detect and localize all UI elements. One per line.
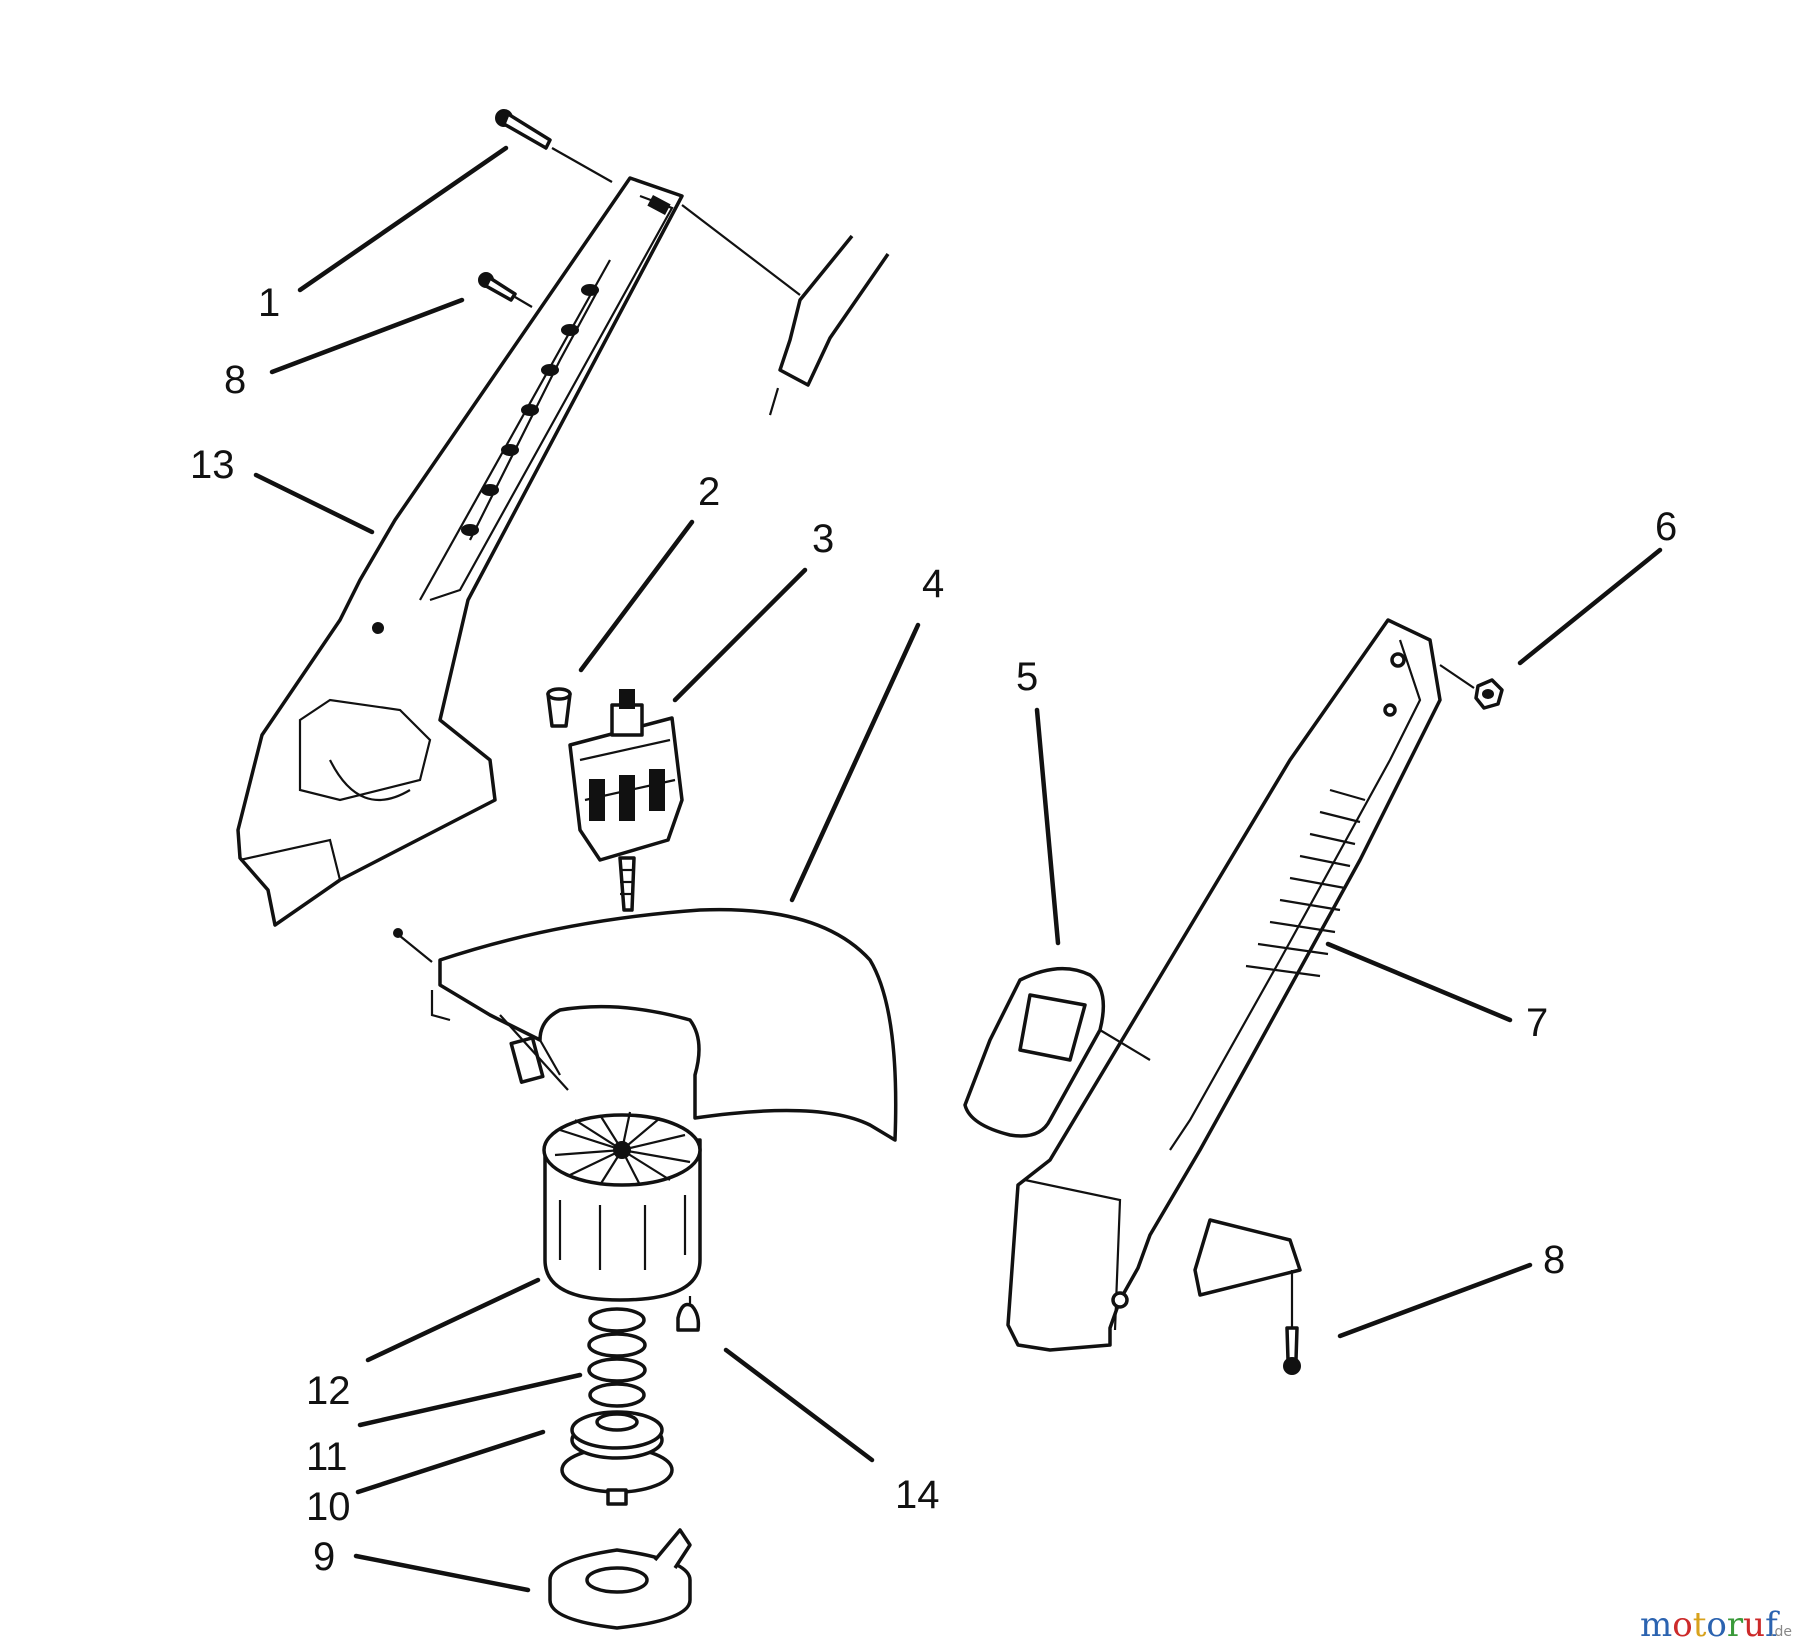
callout-1: 1 — [258, 281, 280, 325]
part-13-upper-housing — [236, 176, 684, 927]
callout-3: 3 — [812, 517, 834, 561]
shaft-tube — [681, 204, 890, 416]
callout-numbers: 1 8 13 2 3 4 5 6 7 8 12 11 10 9 14 — [190, 281, 1677, 1579]
leader-13 — [253, 472, 375, 535]
leader-10 — [355, 1429, 546, 1495]
watermark-suffix: .de — [1770, 1624, 1792, 1640]
callout-14: 14 — [895, 1473, 940, 1517]
leader-9 — [353, 1553, 531, 1593]
part-14-tab — [676, 1296, 701, 1332]
leader-7 — [1325, 941, 1513, 1023]
leader-3 — [672, 567, 808, 703]
leader-12 — [365, 1277, 541, 1363]
leader-14 — [723, 1347, 875, 1463]
callout-5: 5 — [1016, 655, 1038, 699]
callout-7: 7 — [1526, 1001, 1548, 1045]
callout-8-upper: 8 — [224, 358, 246, 402]
part-7-lower-housing — [1006, 618, 1442, 1352]
part-8-screw-lower — [1283, 1270, 1301, 1375]
leader-6 — [1517, 547, 1663, 666]
leader-2 — [578, 519, 695, 673]
part-4-guard — [393, 907, 898, 1142]
part-8-screw-upper — [478, 272, 533, 308]
part-10-spool — [560, 1410, 674, 1506]
leader-11 — [357, 1372, 583, 1428]
part-3-motor — [568, 689, 684, 912]
callout-2: 2 — [698, 470, 720, 514]
leader-8-lower — [1337, 1262, 1533, 1339]
callout-8-lower: 8 — [1543, 1238, 1565, 1282]
leader-lines — [253, 145, 1663, 1593]
part-2-brush-cap — [546, 687, 572, 728]
housing-ribs — [461, 284, 599, 536]
callout-12: 12 — [306, 1369, 351, 1413]
part-12-spool-housing — [542, 1111, 702, 1302]
fan-blades — [554, 1111, 691, 1186]
part-5-switch-cover — [963, 966, 1151, 1138]
part-1-screw — [495, 109, 613, 183]
leader-4 — [789, 622, 921, 903]
callout-10: 10 — [306, 1485, 351, 1529]
part-9-spool-cap — [548, 1528, 692, 1630]
callout-13: 13 — [190, 443, 235, 487]
leader-5 — [1034, 707, 1061, 946]
leader-1 — [297, 145, 509, 293]
part-6-nut — [1439, 664, 1504, 710]
part-11-spring — [587, 1307, 647, 1408]
watermark-logo: motoruf .de — [1640, 1605, 1792, 1645]
callout-4: 4 — [922, 562, 944, 606]
handle-grip-ribs — [1245, 788, 1366, 978]
callout-6: 6 — [1655, 505, 1677, 549]
watermark-text: motoruf — [1640, 1605, 1780, 1645]
leader-8-upper — [269, 297, 465, 375]
callout-11: 11 — [306, 1435, 348, 1479]
callout-9: 9 — [313, 1535, 335, 1579]
